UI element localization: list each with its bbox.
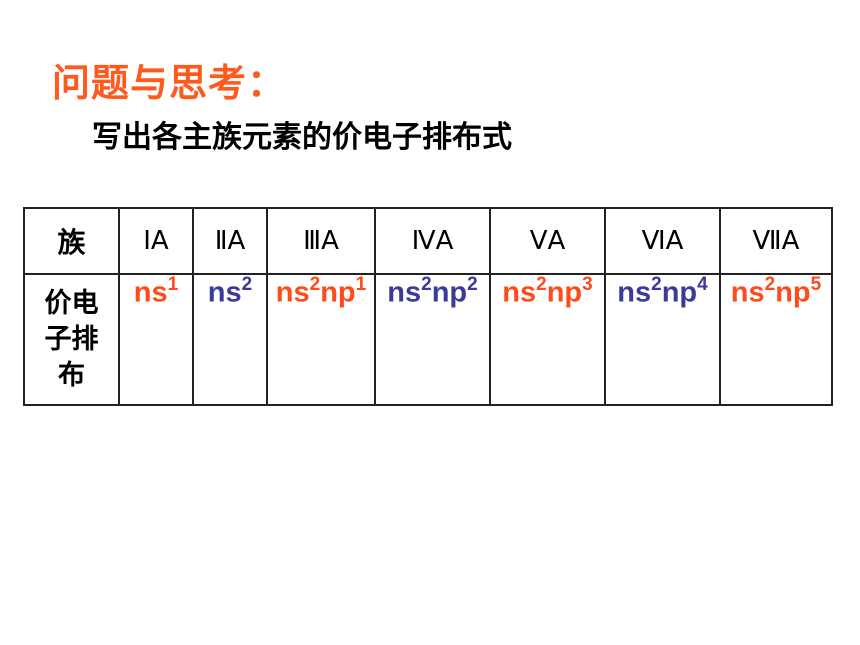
config-superscript: 2 <box>309 274 321 295</box>
group-header-3: ⅢA <box>266 207 376 275</box>
group-header-5: ⅤA <box>489 207 606 275</box>
row-label-line-2: 子排 <box>44 323 99 355</box>
config-cell-4: ns2np2 <box>374 273 491 406</box>
group-header-1: ⅠA <box>118 207 194 275</box>
row-label-line-1: 价电 <box>44 287 99 319</box>
config-base-text: ns <box>617 276 652 309</box>
row-label-line-3: 布 <box>58 359 85 391</box>
group-header-7: ⅦA <box>719 207 833 275</box>
config-cell-7: ns2np5 <box>719 273 833 406</box>
config-superscript: 1 <box>167 274 179 295</box>
group-header-2: ⅡA <box>192 207 268 275</box>
valence-electron-table: 族 ⅠA ⅡA ⅢA ⅣA ⅤA ⅥA ⅦA 价电 子排 布 ns1 ns2 n… <box>23 207 833 406</box>
config-base-text: ns <box>502 276 537 309</box>
config-superscript: 2 <box>241 274 253 295</box>
config-base-text: np <box>775 276 811 309</box>
header-label: 族 <box>23 207 120 275</box>
config-cell-2: ns2 <box>192 273 268 406</box>
slide-subtitle: 写出各主族元素的价电子排布式 <box>92 120 512 155</box>
config-base-text: ns <box>387 276 422 309</box>
group-header-row: 族 ⅠA ⅡA ⅢA ⅣA ⅤA ⅥA ⅦA <box>23 207 833 275</box>
config-superscript: 1 <box>355 274 367 295</box>
group-header-4: ⅣA <box>374 207 491 275</box>
config-cell-3: ns2np1 <box>266 273 376 406</box>
config-superscript: 2 <box>651 274 662 295</box>
config-cell-5: ns2np3 <box>489 273 606 406</box>
config-superscript: 2 <box>421 274 432 295</box>
config-cell-1: ns1 <box>118 273 194 406</box>
config-base-text: ns <box>133 276 168 309</box>
config-base-text: ns <box>275 276 310 309</box>
group-header-6: ⅥA <box>604 207 721 275</box>
config-base-text: np <box>546 276 583 309</box>
config-base-text: ns <box>730 276 765 309</box>
config-superscript: 5 <box>810 274 822 295</box>
config-base-text: np <box>431 276 468 309</box>
config-superscript: 3 <box>582 274 593 295</box>
config-base-text: np <box>661 276 698 309</box>
config-base-text: np <box>320 276 356 309</box>
config-superscript: 4 <box>697 274 708 295</box>
config-superscript: 2 <box>467 274 478 295</box>
config-superscript: 2 <box>536 274 547 295</box>
config-cell-6: ns2np4 <box>604 273 721 406</box>
config-base-text: ns <box>207 276 242 309</box>
slide-title: 问题与思考： <box>52 61 287 105</box>
row-label: 价电 子排 布 <box>23 273 120 406</box>
config-superscript: 2 <box>764 274 776 295</box>
config-row: 价电 子排 布 ns1 ns2 ns2np1 ns2np2 ns2np3 ns2… <box>23 273 833 406</box>
